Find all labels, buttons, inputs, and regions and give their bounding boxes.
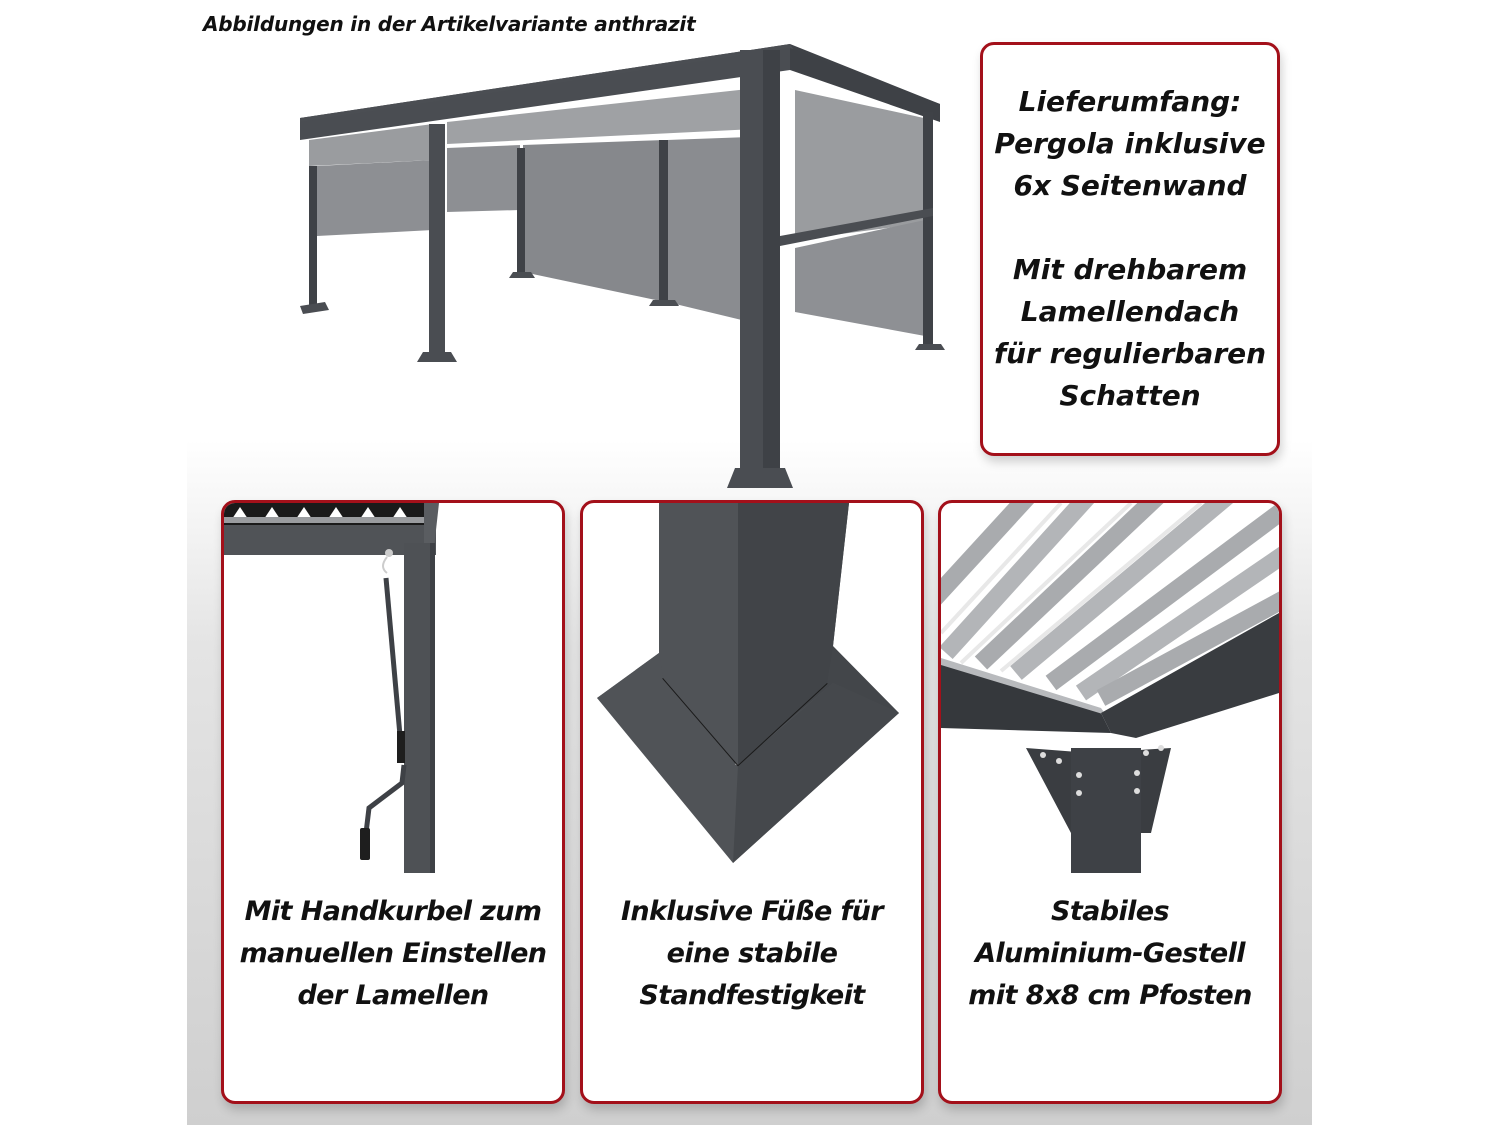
roof-feature-line: Mit drehbarem bbox=[1012, 253, 1248, 286]
variant-caption: Abbildungen in der Artikelvariante anthr… bbox=[203, 12, 696, 36]
roof-feature-line: für regulierbaren bbox=[993, 337, 1267, 370]
feature-text: Inklusive Füße für eine stabile Standfes… bbox=[620, 896, 884, 1011]
delivery-line: Lieferumfang: bbox=[1018, 85, 1242, 118]
feature-card-hand-crank: Mit Handkurbel zum manuellen Einstellen … bbox=[221, 500, 565, 1104]
delivery-line: 6x Seitenwand bbox=[1013, 169, 1247, 202]
feature-card-post-foot: Inklusive Füße für eine stabile Standfes… bbox=[580, 500, 924, 1104]
feature-text: Stabiles Aluminium-Gestell mit 8x8 cm Pf… bbox=[968, 896, 1252, 1011]
feature-card-aluminium-frame: Stabiles Aluminium-Gestell mit 8x8 cm Pf… bbox=[938, 500, 1282, 1104]
roof-feature-line: Schatten bbox=[1059, 379, 1201, 412]
pergola-illustration bbox=[300, 44, 945, 488]
delivery-line: Pergola inklusive bbox=[994, 127, 1266, 160]
roof-feature-line: Lamellendach bbox=[1020, 295, 1240, 328]
feature-text: Mit Handkurbel zum manuellen Einstellen … bbox=[239, 896, 547, 1011]
hand-crank-illustration bbox=[224, 503, 439, 873]
scope-of-delivery-card: Lieferumfang: Pergola inklusive 6x Seite… bbox=[980, 42, 1280, 456]
post-foot-illustration bbox=[597, 503, 899, 863]
aluminium-frame-illustration bbox=[941, 503, 1279, 873]
